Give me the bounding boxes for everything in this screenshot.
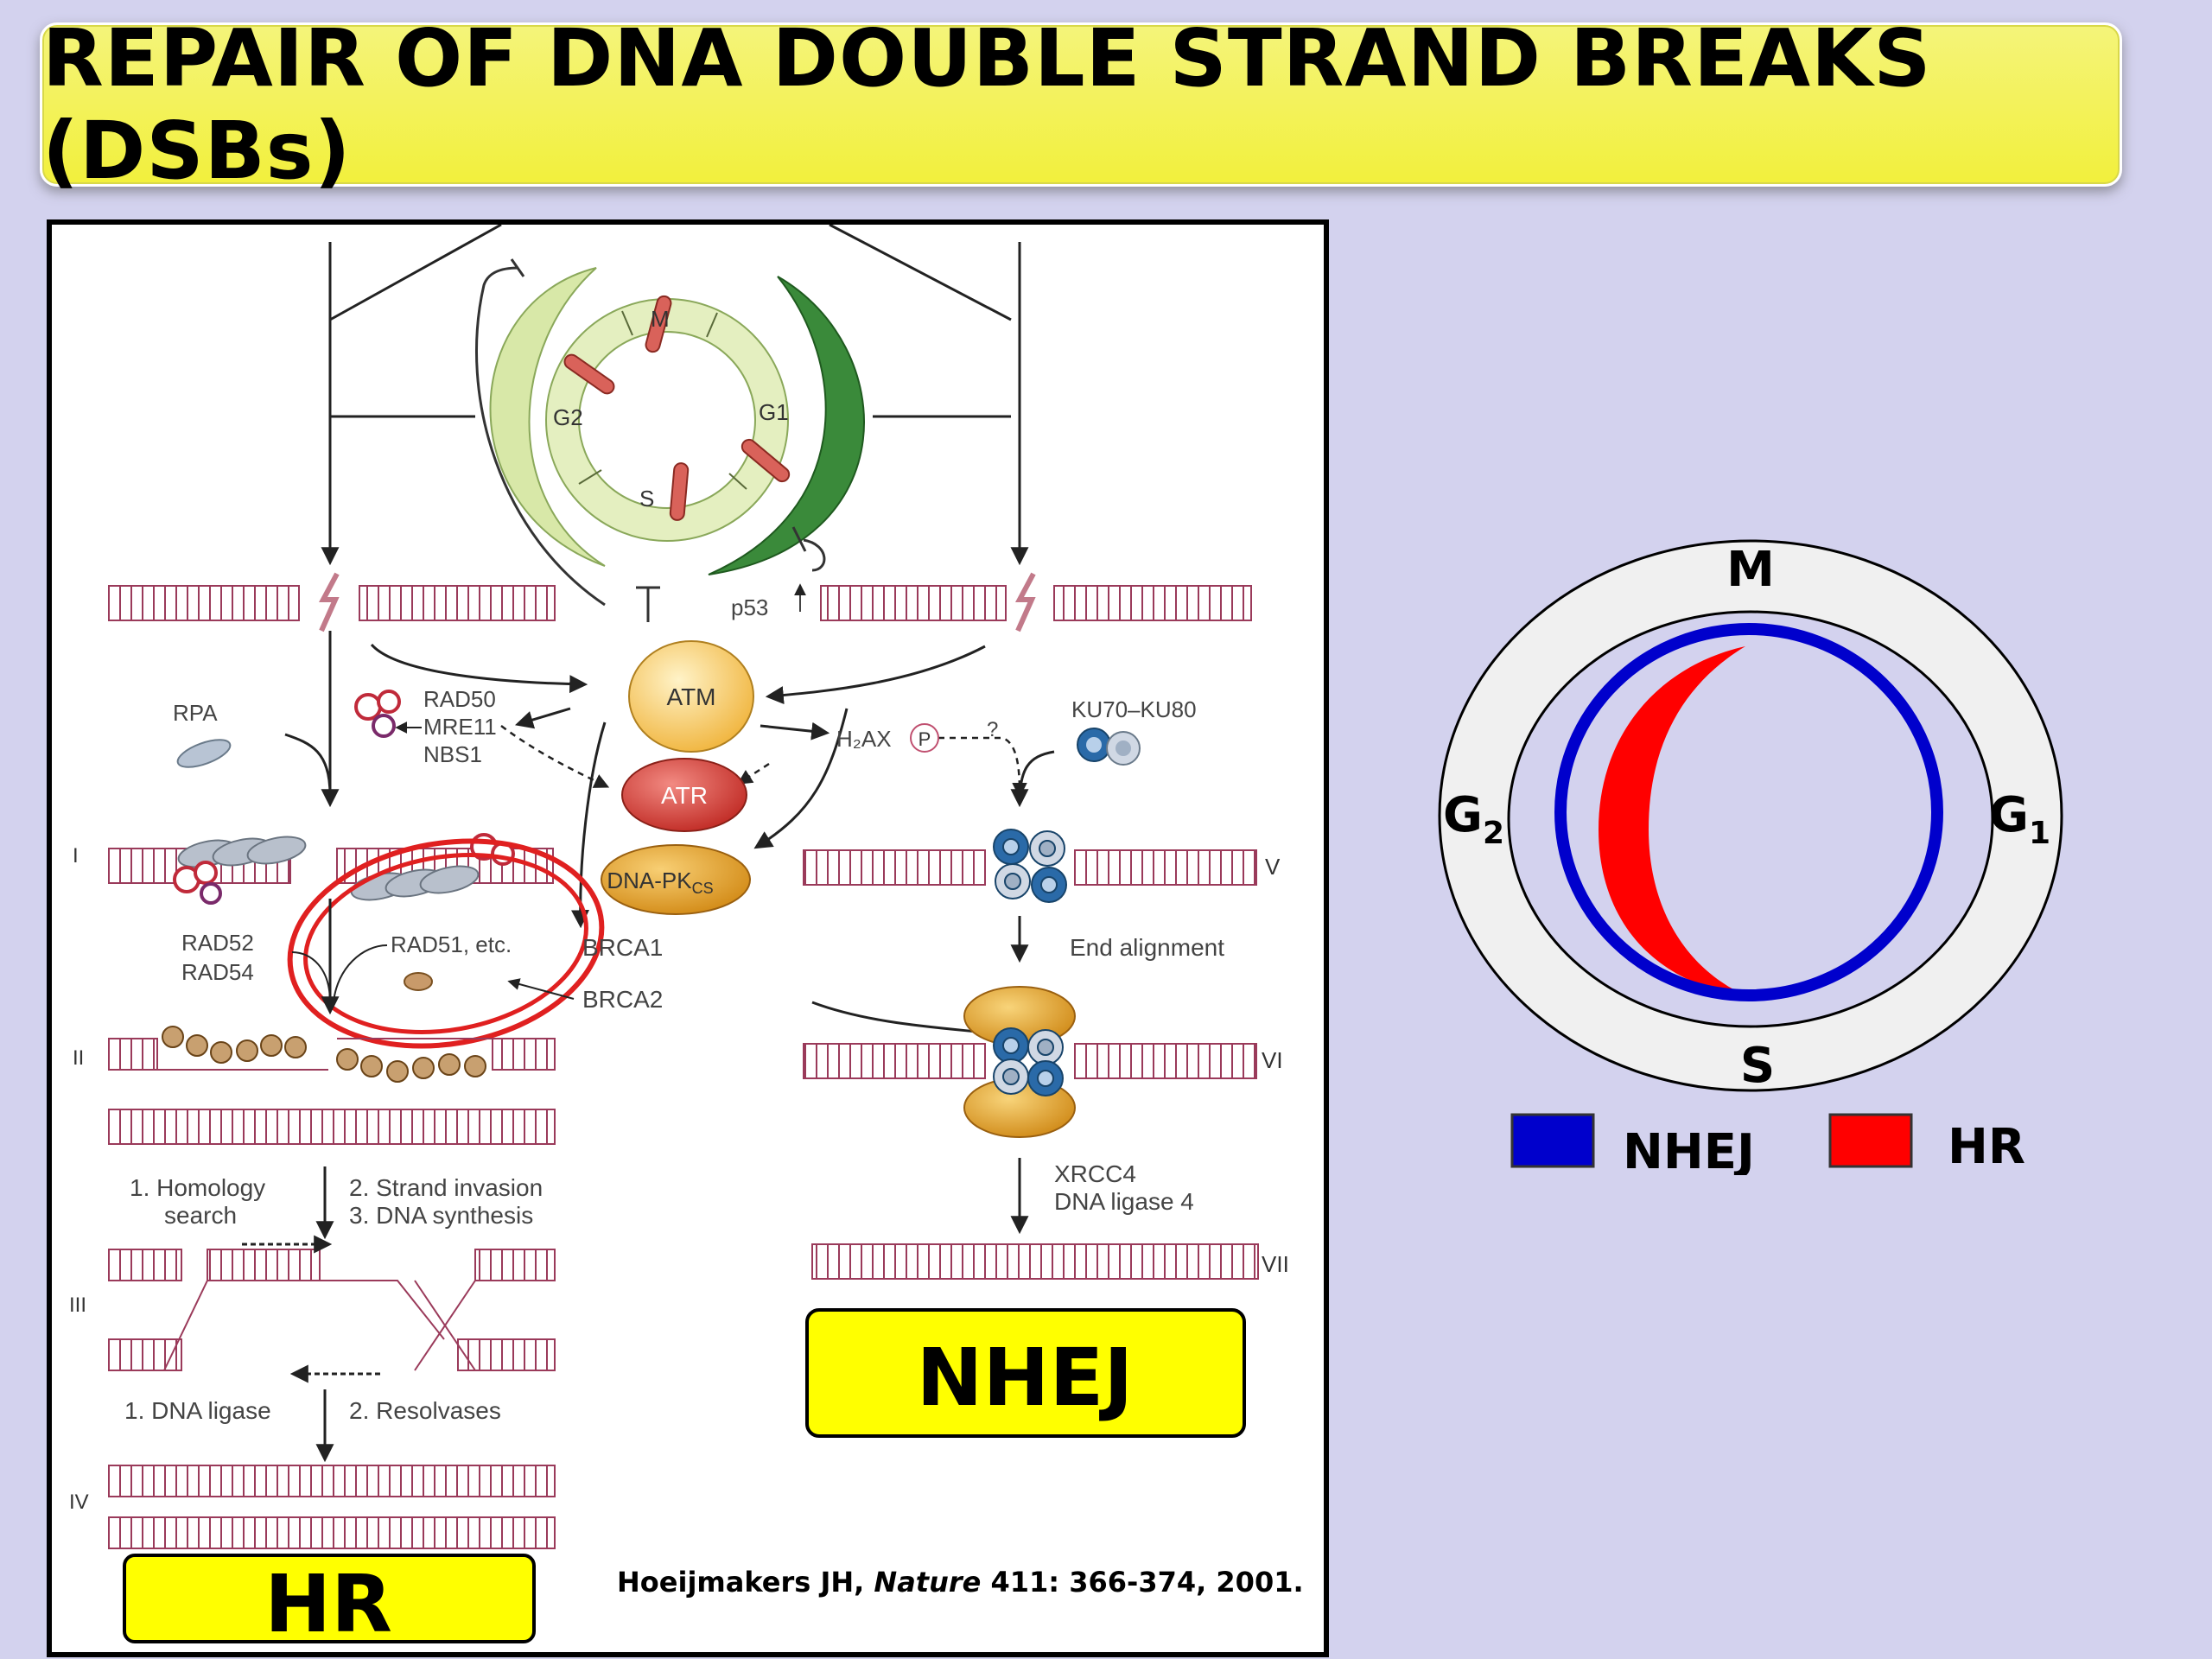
cycle-m-label: M	[1726, 542, 1775, 598]
dsb-left	[108, 572, 556, 632]
dsb-repair-figure: M G1 G2 S p53	[47, 219, 1329, 1657]
resolvases-label: 2. Resolvases	[349, 1397, 501, 1424]
legend: NHEJ HR	[1510, 1113, 2025, 1175]
phase-g1-label: G1	[759, 399, 789, 425]
hr-crescent	[1599, 646, 1745, 995]
citation-authors: Hoeijmakers JH,	[617, 1566, 874, 1599]
dna-pk-label: DNA-PK	[607, 868, 692, 893]
svg-text:G2: G2	[1443, 787, 1504, 851]
step-ii-label: II	[73, 1046, 84, 1070]
break-icon-right	[1015, 572, 1036, 632]
ligase4-label: DNA ligase 4	[1054, 1188, 1194, 1215]
rad51-label: RAD51, etc.	[391, 931, 512, 957]
rad52-label: RAD52	[181, 930, 254, 956]
dna-pk-sub: CS	[692, 880, 714, 897]
dna-pk-node: DNA-PKCS	[601, 844, 751, 915]
cycle-g1-label: G	[1989, 787, 2029, 843]
atr-node: ATR	[621, 758, 747, 832]
step-v-label: V	[1265, 854, 1281, 880]
citation-details: 411: 366-374, 2001.	[981, 1566, 1303, 1599]
slide-title: REPAIR OF DNA DOUBLE STRAND BREAKS (DSBs…	[42, 12, 1932, 197]
step-iv-dna-bottom	[108, 1516, 556, 1549]
svg-text:G1: G1	[1989, 787, 2050, 851]
cycle-g2-label: G	[1443, 787, 1483, 843]
h2ax-p-label: P	[918, 728, 931, 750]
brca1-label: BRCA1	[582, 934, 663, 961]
homology-search-1: 1. Homology	[130, 1174, 265, 1201]
mre11-label: MRE11	[423, 714, 497, 740]
cell-cycle-wheel: M G1 G2 S	[489, 267, 865, 575]
rad51-bracket	[333, 944, 388, 1003]
step-ii-dna	[108, 1026, 556, 1145]
end-alignment-label: End alignment	[1070, 934, 1224, 961]
ku-arrow	[1010, 750, 1055, 808]
cycle-g2-sub: 2	[1483, 816, 1504, 851]
step-v-dna	[803, 829, 1257, 903]
checkpoint-curves	[475, 258, 826, 622]
legend-nhej-swatch	[1510, 1113, 1595, 1168]
p53-label: p53	[731, 594, 768, 620]
cycle-s-label: S	[1740, 1038, 1775, 1094]
step-vii-label: VII	[1262, 1251, 1289, 1277]
title-banner: REPAIR OF DNA DOUBLE STRAND BREAKS (DSBs…	[40, 12, 2122, 197]
legend-nhej-label: NHEJ	[1623, 1124, 1755, 1175]
step-vi-dna	[803, 986, 1257, 1138]
dsb-right	[820, 572, 1252, 632]
atm-label: ATM	[666, 683, 715, 710]
atr-label: ATR	[661, 782, 708, 809]
rpa-protein	[176, 739, 232, 768]
cycle-g1-sub: 1	[2029, 816, 2050, 851]
inner-ring	[1507, 610, 1994, 1028]
step-i-label: I	[73, 844, 79, 868]
step-iv-label: IV	[69, 1491, 89, 1514]
h2ax-label: H₂AX	[836, 726, 892, 752]
hr-label-box: HR	[123, 1554, 536, 1650]
dna-ligase-label: 1. DNA ligase	[124, 1397, 271, 1424]
rad54-label: RAD54	[181, 959, 254, 985]
top-branch-lines	[329, 225, 1012, 418]
citation: Hoeijmakers JH, Nature 411: 366-374, 200…	[617, 1566, 1304, 1599]
legend-hr-swatch	[1828, 1113, 1913, 1168]
ku-protein	[1077, 728, 1141, 766]
nbs1-label: NBS1	[423, 741, 482, 767]
highlight-ring-inner	[303, 852, 588, 1035]
step-iv-dna-top	[108, 1465, 556, 1497]
homology-search-2: search	[164, 1202, 237, 1229]
step-iii-label: III	[69, 1294, 86, 1317]
hr-label: HR	[264, 1558, 392, 1650]
highlight-ring-outer	[287, 838, 605, 1049]
brca2-arrow	[507, 978, 575, 1000]
phase-m-label: M	[651, 306, 670, 332]
brca2-label: BRCA2	[582, 986, 663, 1013]
step-vii-dna	[811, 1243, 1259, 1280]
g2-s-arc	[489, 267, 606, 567]
svg-text:DNA-PKCS: DNA-PKCS	[607, 868, 713, 897]
dna-synthesis-label: 3. DNA synthesis	[349, 1202, 533, 1229]
nhej-label: NHEJ	[916, 1332, 1133, 1424]
atm-node: ATM	[628, 640, 754, 753]
rad50-label: RAD50	[423, 686, 496, 712]
break-icon-left	[319, 572, 340, 632]
cell-cycle-repair-diagram: M S G2 G1 NHEJ HR	[1438, 539, 2063, 1175]
legend-hr-label: HR	[1948, 1119, 2025, 1175]
step-vi-label: VI	[1262, 1047, 1283, 1073]
mrn-complex	[354, 690, 401, 738]
dashed-arrows	[500, 724, 1027, 798]
ku-label: KU70–KU80	[1071, 696, 1197, 722]
nhej-circle	[1554, 623, 1943, 1001]
g1-arc	[708, 276, 865, 575]
phase-s-label: S	[639, 486, 654, 512]
strand-invasion-label: 2. Strand invasion	[349, 1174, 543, 1201]
phospho-circle	[910, 723, 939, 753]
nhej-label-box: NHEJ	[805, 1308, 1246, 1438]
rpa-label: RPA	[173, 700, 218, 726]
citation-journal: Nature	[874, 1566, 981, 1599]
phase-g2-label: G2	[553, 404, 583, 430]
rad51-protein	[404, 972, 433, 991]
question-mark: ?	[987, 718, 998, 741]
step-iii-dna	[108, 1235, 556, 1383]
rpa-to-i-arrow	[284, 733, 332, 796]
xrcc4-label: XRCC4	[1054, 1160, 1136, 1187]
